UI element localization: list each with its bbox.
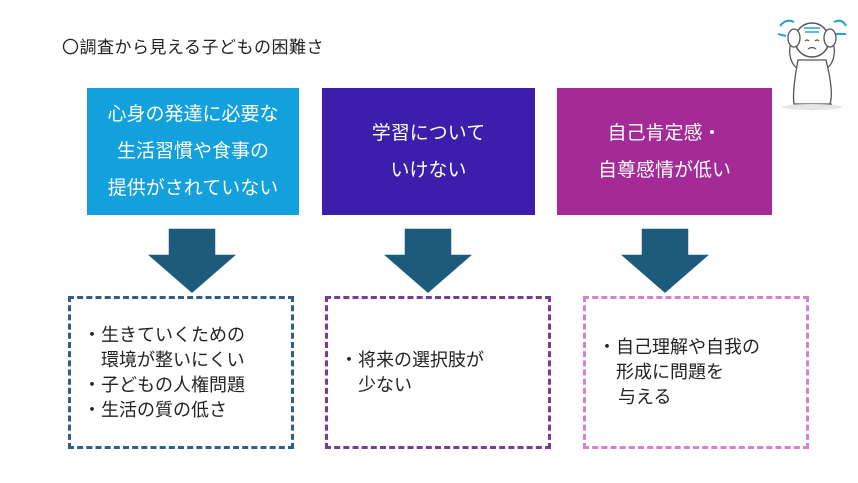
outcome-line: ・子どもの人権問題 [83, 374, 245, 396]
problem-box-self-esteem: 自己肯定感・ 自尊感情が低い [557, 88, 772, 215]
outcome-line: 少ない [358, 374, 412, 396]
outcome-box-environment: ・生きていくための 環境が整いにくい ・子どもの人権問題 ・生活の質の低さ [68, 296, 294, 449]
page-title: 〇調査から見える子どもの困難さ [62, 38, 324, 58]
outcome-line: ・生きていくための [83, 324, 245, 346]
outcome-line: ・自己理解や自我の [598, 337, 760, 358]
box-line: 提供がされていない [107, 177, 279, 199]
outcome-line: 環境が整いにくい [101, 349, 245, 371]
box-line: 自己肯定感・ [607, 121, 722, 144]
outcome-line: ・将来の選択肢が [340, 349, 484, 371]
outcome-box-future: ・将来の選択肢が 少ない [325, 296, 551, 449]
down-arrow-icon [619, 228, 711, 294]
box-line: いけない [390, 158, 467, 181]
box-line: 学習について [371, 121, 486, 144]
problem-box-learning: 学習について いけない [322, 88, 535, 215]
down-arrow-icon [146, 228, 238, 294]
outcome-line: 形成に問題を [616, 362, 724, 383]
outcome-line: ・生活の質の低さ [83, 399, 227, 421]
down-arrow-icon [382, 228, 474, 294]
box-line: 生活習慣や食事の [116, 140, 269, 162]
box-line: 心身の発達に必要な [107, 103, 279, 125]
outcome-box-identity: ・自己理解や自我の 形成に問題を 与える [583, 296, 809, 449]
outcome-line: 与える [618, 387, 672, 408]
problem-box-development: 心身の発達に必要な 生活習慣や食事の 提供がされていない [87, 88, 299, 215]
box-line: 自尊感情が低い [597, 158, 731, 181]
distressed-person-icon [777, 19, 847, 110]
